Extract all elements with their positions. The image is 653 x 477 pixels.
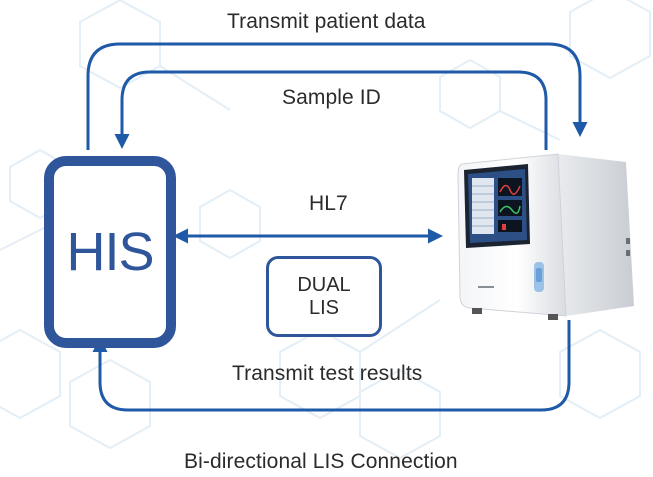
hl7-label: HL7 bbox=[309, 192, 348, 215]
sample-id-arrow bbox=[114, 70, 548, 150]
sample-id-label: Sample ID bbox=[282, 86, 381, 109]
transmit-patient-data-label: Transmit patient data bbox=[227, 10, 426, 33]
transmit-test-results-arrow bbox=[92, 320, 571, 412]
hematology-analyzer-device bbox=[457, 153, 634, 320]
dual-lis-line-2: LIS bbox=[308, 296, 340, 319]
dual-lis-line-1: DUAL bbox=[297, 273, 351, 296]
his-box: HIS bbox=[44, 156, 176, 348]
his-label: HIS bbox=[66, 222, 154, 282]
transmit-test-results-label: Transmit test results bbox=[232, 362, 423, 385]
diagram-caption: Bi-directional LIS Connection bbox=[184, 450, 458, 473]
transmit-patient-data-arrow bbox=[86, 42, 588, 150]
dual-lis-box: DUAL LIS bbox=[266, 256, 382, 337]
